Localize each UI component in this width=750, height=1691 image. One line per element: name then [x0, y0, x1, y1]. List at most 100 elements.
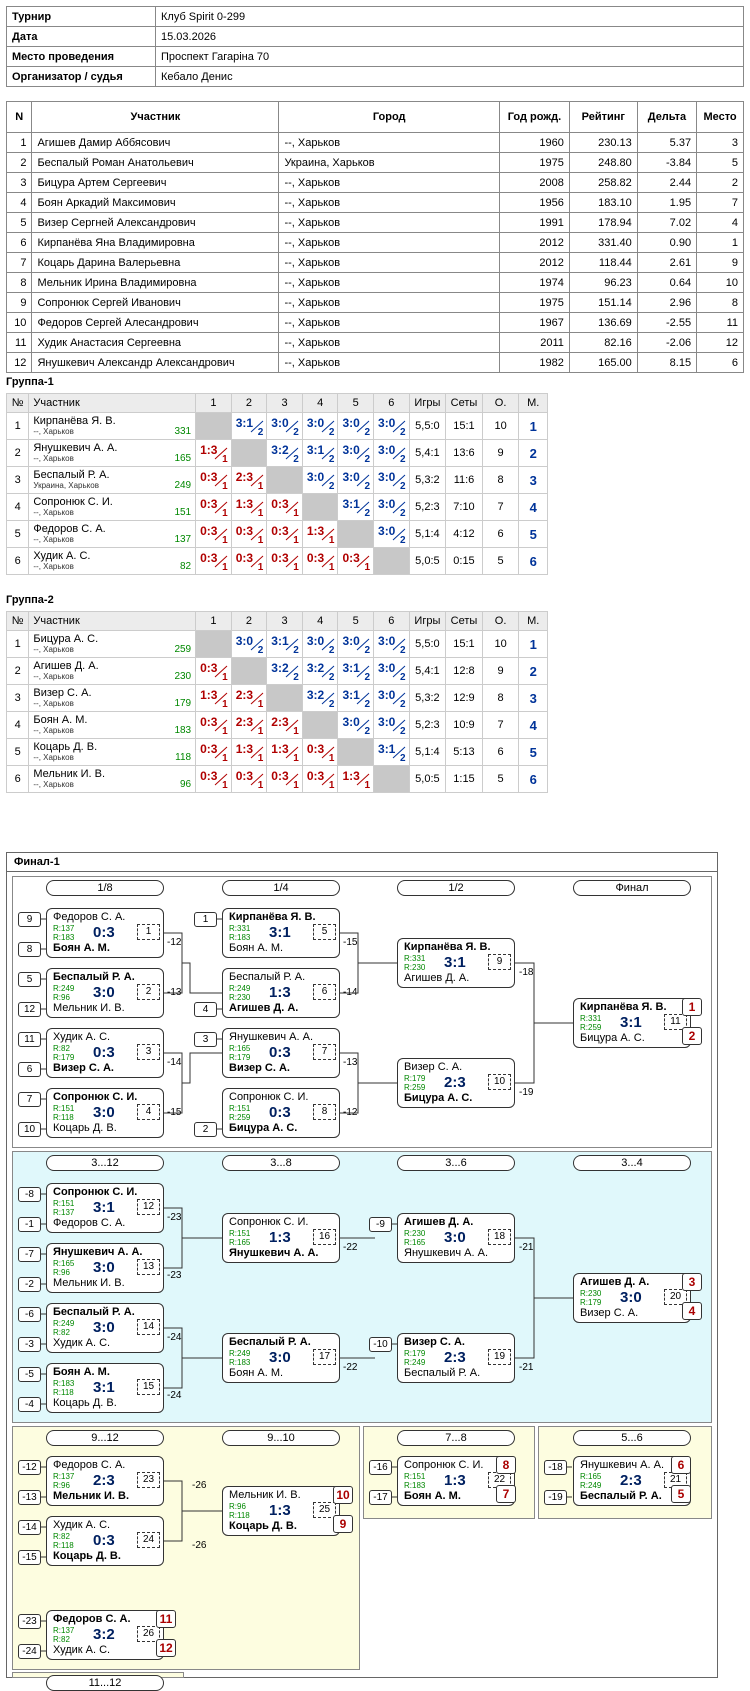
points: 5 [481, 765, 520, 793]
player-1-name: Федоров С. А. [53, 1613, 131, 1625]
player-2-rating: R:230 [404, 963, 426, 972]
player-city: --, Харьков [33, 672, 74, 681]
seed-box: -24 [18, 1644, 41, 1659]
participant-cell: 8 [696, 292, 744, 313]
loser-link: -26 [192, 1480, 207, 1491]
place: 4 [518, 711, 548, 739]
round-label: 9...10 [222, 1430, 340, 1446]
match-score: 1:3 [269, 1502, 291, 1519]
slash-mark [250, 638, 264, 651]
match-points: 2 [400, 481, 406, 492]
sets: 11:6 [445, 466, 483, 494]
match-score: 3:0 [378, 661, 396, 675]
participant-cell: 118.44 [568, 252, 638, 273]
slash-mark [392, 501, 406, 514]
seed-box: -23 [18, 1614, 41, 1629]
participant-cell: 8 [5, 272, 33, 293]
participant-cell: Федоров Сергей Алесандрович [31, 312, 280, 333]
player-2-name: Федоров С. А. [53, 1217, 126, 1229]
participant-cell: 4 [5, 192, 33, 213]
slash-mark [285, 528, 299, 541]
player-name: Бицура А. С. [33, 633, 99, 645]
participant-cell: 1975 [498, 292, 570, 313]
match-points: 2 [293, 645, 299, 656]
player-2-rating: R:82 [53, 1328, 70, 1337]
player-rating: 151 [174, 507, 192, 518]
match-number: 5 [313, 924, 336, 940]
round-label: 3...8 [222, 1155, 340, 1171]
participant-cell: 230.13 [568, 132, 638, 153]
match-points: 2 [257, 427, 264, 438]
slash-mark [392, 528, 406, 541]
player-2-rating: R:259 [229, 1113, 251, 1122]
match-score: 0:3 [269, 1044, 291, 1061]
player-rating: 96 [180, 779, 192, 790]
info-value: 15.03.2026 [155, 26, 744, 47]
slash-mark [214, 746, 228, 759]
round-label: 1/2 [397, 880, 515, 896]
sets: 13:6 [445, 439, 483, 467]
column-header: 4 [301, 393, 339, 413]
match-cell [373, 547, 410, 575]
slash-mark [285, 665, 299, 678]
match-score: 3:0 [378, 688, 396, 702]
player-rating: 165 [174, 453, 192, 464]
row-number: 5 [5, 738, 30, 766]
match-score: 0:3 [235, 524, 254, 538]
place-box: 1 [682, 998, 702, 1016]
points: 9 [481, 439, 520, 467]
player-name: Янушкевич А. А. [33, 442, 118, 454]
slash-mark [392, 474, 406, 487]
participant-cell: Коцарь Дарина Валерьевна [31, 252, 280, 273]
match-score: 0:3 [93, 924, 115, 941]
sets: 12:8 [445, 657, 483, 685]
player-1-rating: R:165 [53, 1259, 75, 1268]
match-score: 3:0 [342, 443, 360, 457]
match-score: 2:3 [235, 470, 254, 484]
player-1-rating: R:230 [580, 1289, 602, 1298]
participant-cell: Агишев Дамир Аббясович [31, 132, 280, 153]
player-1-name: Янушкевич А. А. [580, 1459, 665, 1471]
round-label: 7...8 [397, 1430, 515, 1446]
slash-mark [250, 692, 264, 705]
slash-mark [392, 447, 406, 460]
participant-cell: 2.61 [636, 252, 698, 273]
player-2-name: Визер С. А. [229, 1062, 290, 1074]
player-1-name: Сопронюк С. И. [404, 1459, 484, 1471]
match-points: 1 [222, 780, 228, 791]
match-points: 1 [222, 726, 228, 737]
match-score: 2:3 [93, 1472, 115, 1489]
player-1-rating: R:151 [53, 1104, 75, 1113]
match-number: 18 [488, 1229, 511, 1245]
slash-mark [321, 692, 335, 705]
info-key: Турнир [6, 6, 156, 27]
player-2-rating: R:118 [53, 1388, 74, 1397]
loser-link: -13 [167, 987, 182, 998]
player-2-name: Коцарь Д. В. [53, 1122, 117, 1134]
row-number: 5 [5, 520, 30, 548]
match-score: 0:3 [271, 551, 289, 565]
player-1-name: Сопронюк С. И. [229, 1216, 309, 1228]
slash-mark [392, 746, 406, 759]
match-score: 3:0 [269, 1349, 291, 1366]
player-city: --, Харьков [33, 753, 74, 762]
participant-cell: 2 [696, 172, 744, 193]
loser-link: -14 [343, 987, 358, 998]
player-1-name: Кирпанёва Я. В. [580, 1001, 667, 1013]
player-1-name: Визер С. А. [404, 1061, 463, 1073]
match-score: 0:3 [200, 715, 218, 729]
